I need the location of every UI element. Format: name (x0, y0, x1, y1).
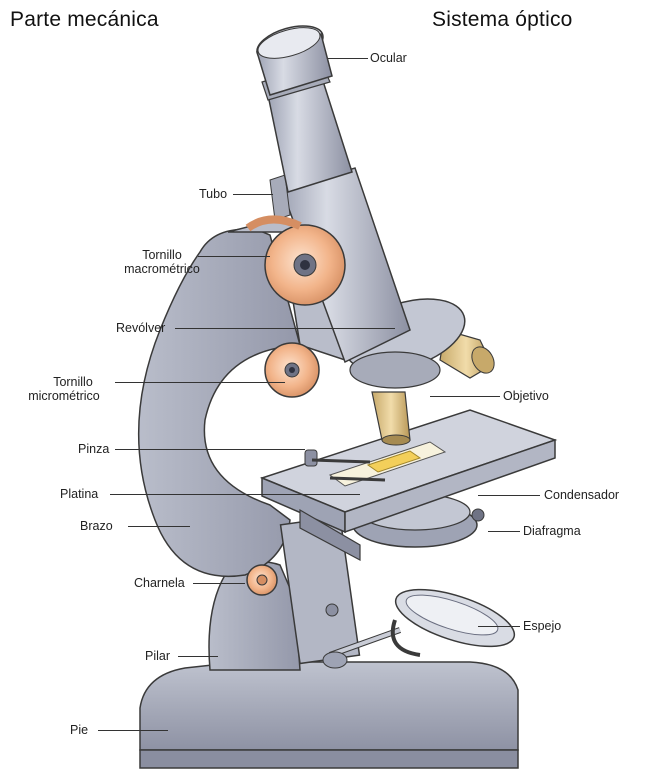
objetivo-leader (430, 396, 500, 397)
ocular-leader (328, 58, 368, 59)
tornillo-micro-label-line2: micrométrico (12, 389, 116, 403)
revolver-label: Revólver (116, 321, 165, 335)
ocular-label: Ocular (370, 51, 407, 65)
micro-knob-shape (265, 343, 319, 397)
revolver-leader (175, 328, 395, 329)
tubo-label: Tubo (199, 187, 227, 201)
tubo-leader (233, 194, 273, 195)
tornillo-macro-leader (198, 256, 270, 257)
brazo-label: Brazo (80, 519, 113, 533)
platina-label: Platina (60, 487, 98, 501)
condensador-label: Condensador (544, 488, 619, 502)
espejo-leader (478, 626, 520, 627)
brazo-leader (128, 526, 190, 527)
tornillo-micro-label-line1: Tornillo (30, 375, 116, 389)
pilar-leader (178, 656, 218, 657)
pinza-leader (115, 449, 305, 450)
espejo-label: Espejo (523, 619, 561, 633)
tornillo-micro-label: Tornillo micrométrico (30, 375, 116, 403)
optical-system-heading: Sistema óptico (432, 8, 573, 32)
eyepiece-shape (253, 19, 352, 192)
mechanical-part-heading: Parte mecánica (10, 8, 159, 32)
tornillo-macro-label-line1: Tornillo (124, 248, 200, 262)
mirror-shape (389, 578, 521, 658)
diafragma-leader (488, 531, 520, 532)
pinza-label: Pinza (78, 442, 109, 456)
hinge-shape (247, 565, 277, 595)
platina-leader (110, 494, 360, 495)
pie-leader (98, 730, 168, 731)
pilar-label: Pilar (145, 649, 170, 663)
charnela-leader (193, 583, 245, 584)
condensador-leader (478, 495, 540, 496)
objetivo-label: Objetivo (503, 389, 549, 403)
tornillo-macro-label-line2: macrométrico (124, 262, 200, 276)
charnela-label: Charnela (134, 576, 185, 590)
pie-label: Pie (70, 723, 88, 737)
tornillo-macro-label: Tornillo macrométrico (124, 248, 200, 276)
base-shape (140, 662, 518, 768)
tornillo-micro-leader (115, 382, 285, 383)
diafragma-label: Diafragma (523, 524, 581, 538)
